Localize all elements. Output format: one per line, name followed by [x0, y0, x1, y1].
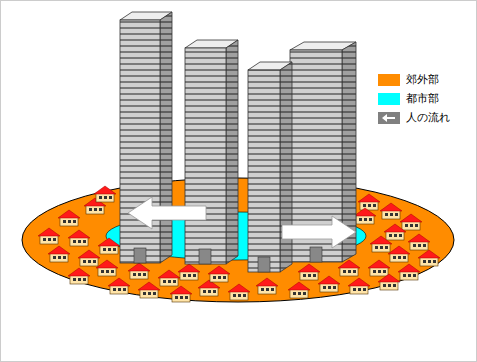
houses [38, 186, 440, 302]
legend: 郊外部都市部人の流れ [378, 70, 450, 127]
legend-label: 人の流れ [406, 111, 450, 124]
legend-label: 都市部 [406, 92, 439, 105]
legend-arrow-sample [378, 112, 400, 124]
buildings [120, 12, 356, 272]
legend-row: 郊外部 [378, 70, 450, 89]
legend-row: 人の流れ [378, 108, 450, 127]
legend-swatch [378, 74, 400, 86]
legend-row: 都市部 [378, 89, 450, 108]
flow-arrow-right [282, 216, 356, 248]
legend-label: 郊外部 [406, 73, 439, 86]
flow-arrow-left [128, 197, 206, 229]
legend-swatch [378, 93, 400, 105]
